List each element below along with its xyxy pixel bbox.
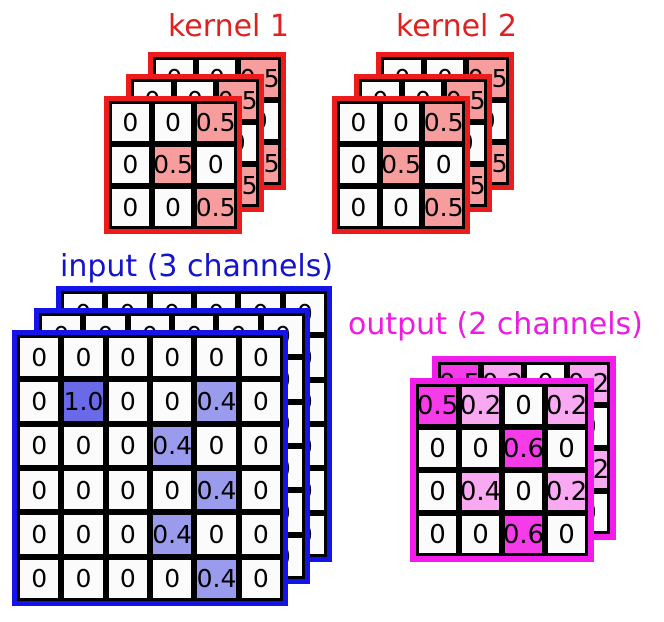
kernel-1-title: kernel 1 — [168, 9, 289, 44]
kernel1-cell: 0.5 — [194, 101, 237, 144]
input-cell: 0 — [17, 556, 62, 601]
input-cell: 0 — [105, 556, 150, 601]
kernel2-cell: 0 — [337, 186, 380, 229]
input-cell: 0 — [149, 335, 195, 380]
output-cell: 0 — [459, 427, 502, 470]
input-cell: 0 — [17, 379, 62, 424]
input-cell: 0 — [149, 379, 195, 424]
input-cell: 0.4 — [194, 467, 239, 513]
input-cell: 0 — [105, 379, 150, 424]
input-cell: 0 — [61, 556, 106, 601]
kernel1-cell: 0 — [151, 101, 195, 144]
kernel1-cell: 0 — [109, 186, 152, 229]
input-cell: 0 — [194, 512, 239, 557]
input-cell: 0 — [238, 467, 283, 513]
kernel1-cell: 0.5 — [151, 143, 195, 187]
kernel2-cell: 0 — [337, 143, 380, 187]
output-cell: 0 — [545, 513, 588, 556]
input-cell: 0 — [238, 379, 283, 424]
kernel2-cell: 0.5 — [379, 143, 423, 187]
input-cell: 0 — [61, 512, 106, 557]
output-cell: 0.2 — [545, 384, 588, 427]
input-cell: 0 — [105, 467, 150, 513]
input-cell: 0 — [17, 467, 62, 513]
kernel1-cell: 0 — [109, 101, 152, 144]
input-cell: 0 — [149, 467, 195, 513]
input-cell: 0 — [61, 423, 106, 468]
input-cell: 0 — [17, 423, 62, 468]
input-cell: 0 — [238, 423, 283, 468]
kernel1-cell: 0 — [194, 143, 237, 187]
output-cell: 0 — [459, 513, 502, 556]
kernel1-cell: 0 — [151, 186, 195, 229]
output-cell: 0.6 — [502, 427, 545, 470]
kernel2-cell: 0.5 — [422, 101, 465, 144]
input-cell: 0 — [17, 335, 62, 380]
kernel1-cell: 0 — [109, 143, 152, 187]
kernel2-cell: 0 — [379, 186, 423, 229]
kernel-2-title: kernel 2 — [396, 9, 517, 44]
input-cell: 0 — [149, 556, 195, 601]
output-cell: 0 — [545, 427, 588, 470]
output-cell: 0.5 — [416, 384, 459, 427]
input-cell: 0 — [194, 335, 239, 380]
input-title: input (3 channels) — [60, 249, 334, 284]
kernel1-cell: 0.5 — [194, 186, 237, 229]
input-cell: 1.0 — [61, 379, 106, 424]
input-cell: 0.4 — [194, 379, 239, 424]
output-cell: 0 — [502, 384, 545, 427]
input-cell: 0.4 — [149, 423, 195, 468]
input-cell: 0 — [194, 423, 239, 468]
output-cell: 0 — [502, 470, 545, 513]
output-cell: 0.4 — [459, 470, 502, 513]
output-cell: 0 — [416, 427, 459, 470]
output-cell: 0.2 — [459, 384, 502, 427]
output-cell: 0.2 — [545, 470, 588, 513]
input-cell: 0.4 — [194, 556, 239, 601]
input-cell: 0 — [238, 512, 283, 557]
input-cell: 0 — [238, 335, 283, 380]
input-cell: 0 — [61, 335, 106, 380]
input-cell: 0 — [105, 335, 150, 380]
input-cell: 0 — [61, 467, 106, 513]
output-cell: 0 — [416, 513, 459, 556]
input-cell: 0 — [105, 512, 150, 557]
input-cell: 0 — [238, 556, 283, 601]
output-cell: 0.6 — [502, 513, 545, 556]
input-cell: 0 — [105, 423, 150, 468]
kernel2-cell: 0 — [422, 143, 465, 187]
output-title: output (2 channels) — [348, 307, 643, 342]
kernel2-cell: 0 — [337, 101, 380, 144]
kernel2-cell: 0.5 — [422, 186, 465, 229]
kernel2-cell: 0 — [379, 101, 423, 144]
output-cell: 0 — [416, 470, 459, 513]
input-cell: 0.4 — [149, 512, 195, 557]
input-cell: 0 — [17, 512, 62, 557]
